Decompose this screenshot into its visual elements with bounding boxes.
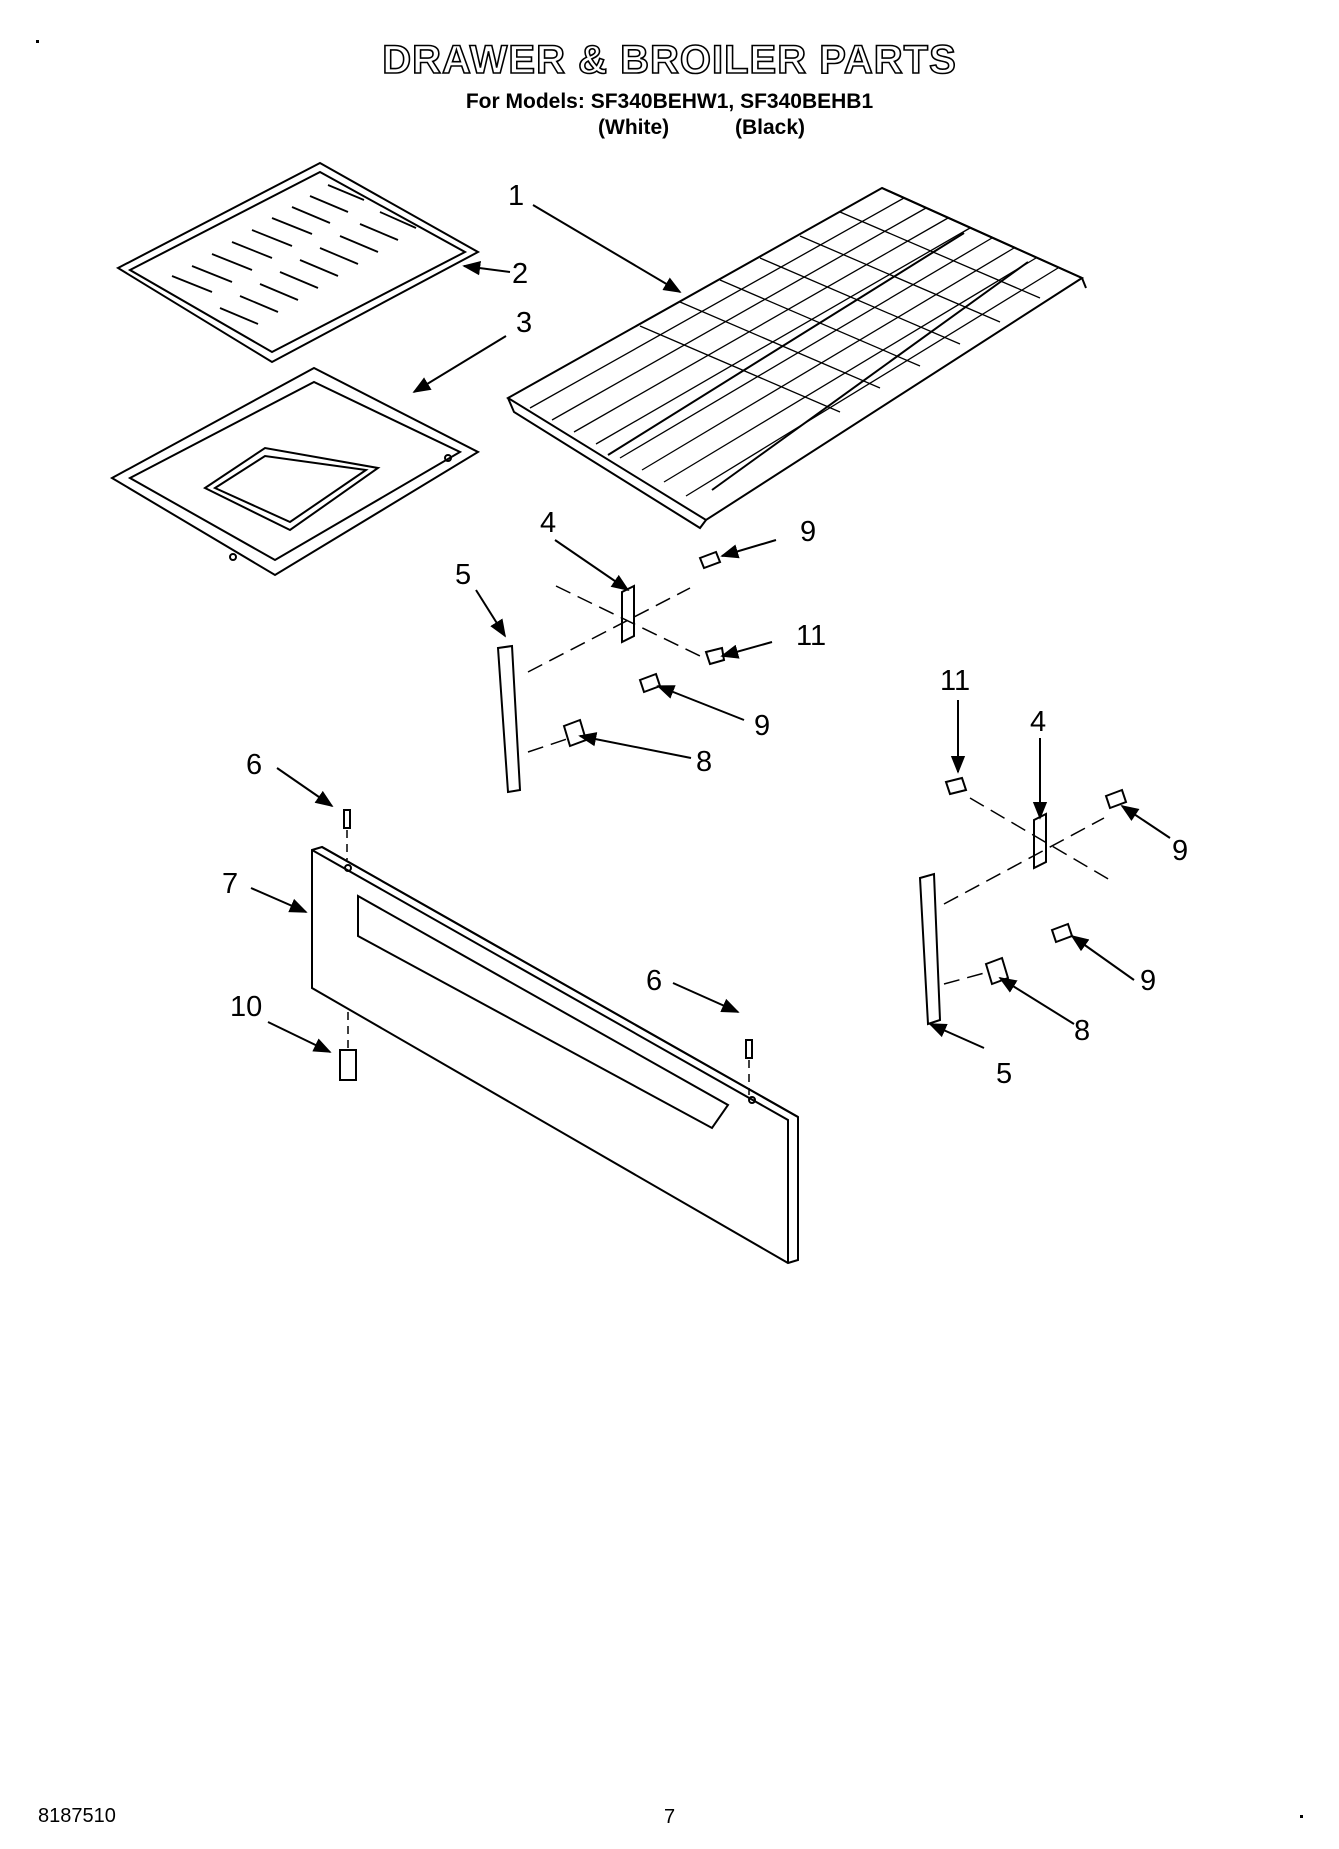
left-bracket-assembly <box>496 550 726 794</box>
broiler-grid-part <box>115 161 481 364</box>
callout-8: 8 <box>1074 1015 1090 1047</box>
broiler-pan-part <box>109 366 481 577</box>
callout-6: 6 <box>246 749 262 781</box>
callout-5: 5 <box>455 559 471 591</box>
callout-4: 4 <box>540 507 556 539</box>
models-line: For Models: SF340BEHW1, SF340BEHB1 <box>465 90 874 113</box>
rack-part <box>506 186 1087 530</box>
callout-11: 11 <box>796 620 826 652</box>
callout-9: 9 <box>1140 965 1156 997</box>
callout-9: 9 <box>1172 835 1188 867</box>
right-bracket-assembly <box>918 776 1128 1026</box>
callout-numbers: 1 2 3 4 9 5 11 9 8 11 4 6 9 7 6 9 10 8 5 <box>222 180 1188 1090</box>
speck-bottom-right <box>1300 1815 1303 1818</box>
callout-4: 4 <box>1030 706 1046 738</box>
document-number: 8187510 <box>38 1805 116 1827</box>
callout-11: 11 <box>940 665 970 697</box>
callout-6: 6 <box>646 965 662 997</box>
callout-1: 1 <box>508 180 524 212</box>
callout-9: 9 <box>800 516 816 548</box>
drawer-front-panel <box>311 809 799 1265</box>
callout-5: 5 <box>996 1058 1012 1090</box>
speck-top-left <box>36 40 39 43</box>
callout-7: 7 <box>222 868 238 900</box>
variant-white-label: (White) <box>598 116 670 139</box>
callout-3: 3 <box>516 307 532 339</box>
callout-9: 9 <box>754 710 770 742</box>
callout-10: 10 <box>230 991 262 1023</box>
callout-2: 2 <box>512 258 528 290</box>
variant-black-label: (Black) <box>735 116 806 139</box>
page-number: 7 <box>664 1806 676 1828</box>
callout-8: 8 <box>696 746 712 778</box>
leader-lines <box>250 204 1171 1053</box>
page-title: DRAWER & BROILER PARTS <box>381 37 957 83</box>
